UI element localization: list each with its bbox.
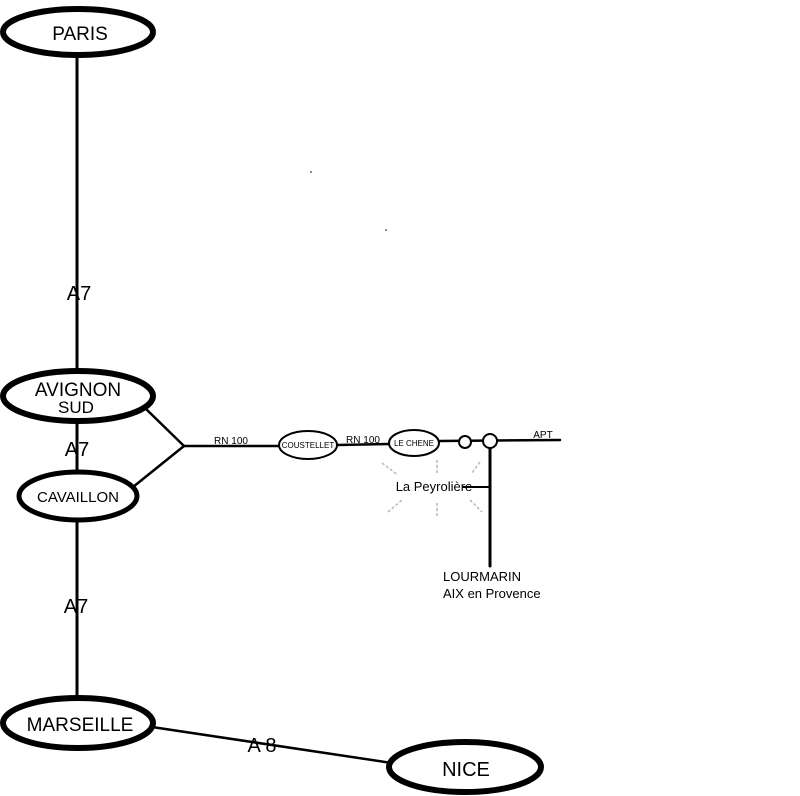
road-label-a7: A7 xyxy=(64,596,88,618)
city-marseille-marker xyxy=(0,695,156,751)
roundabout-marker xyxy=(482,433,498,449)
road-branch-avignon xyxy=(143,406,186,448)
town-coustellet-label: COUSTELLET xyxy=(282,441,335,450)
city-nice-label: NICE xyxy=(442,759,490,781)
destination-label: La Peyrolière xyxy=(396,479,473,494)
road-label-rn100: RN 100 xyxy=(214,436,248,447)
city-cavaillon-label: CAVAILLON xyxy=(37,489,119,506)
city-nice-marker xyxy=(386,739,544,795)
destination-highlight-rays xyxy=(381,460,483,517)
direction-label-lourmarin: LOURMARIN xyxy=(443,569,521,584)
city-avignon-label: SUD xyxy=(58,398,94,417)
road-label-a7: A7 xyxy=(65,439,89,461)
road-rn100-second xyxy=(335,442,391,447)
city-cavaillon-marker xyxy=(16,469,140,523)
city-paris-marker xyxy=(0,6,156,58)
road-label-a8: A 8 xyxy=(248,735,277,757)
city-paris-label: PARIS xyxy=(52,24,108,45)
city-marseille-label: MARSEILLE xyxy=(27,715,134,736)
city-avignon-label: AVIGNON xyxy=(35,380,121,401)
town-coustellet-marker xyxy=(278,430,338,460)
map-speck xyxy=(385,229,387,231)
road-label-apt: APT xyxy=(533,430,552,441)
town-le-chene-marker xyxy=(388,429,440,457)
road-a8 xyxy=(150,725,394,765)
city-avignon-marker xyxy=(0,368,156,424)
map-speck xyxy=(310,171,312,173)
road-label-a7: A7 xyxy=(67,283,91,305)
direction-label-aix: AIX en Provence xyxy=(443,586,541,601)
road-branch-cavaillon xyxy=(131,444,186,489)
town-le-chene-label: LE CHENE xyxy=(394,439,434,448)
road-label-rn100: RN 100 xyxy=(346,435,380,446)
roundabout-marker xyxy=(458,435,472,449)
